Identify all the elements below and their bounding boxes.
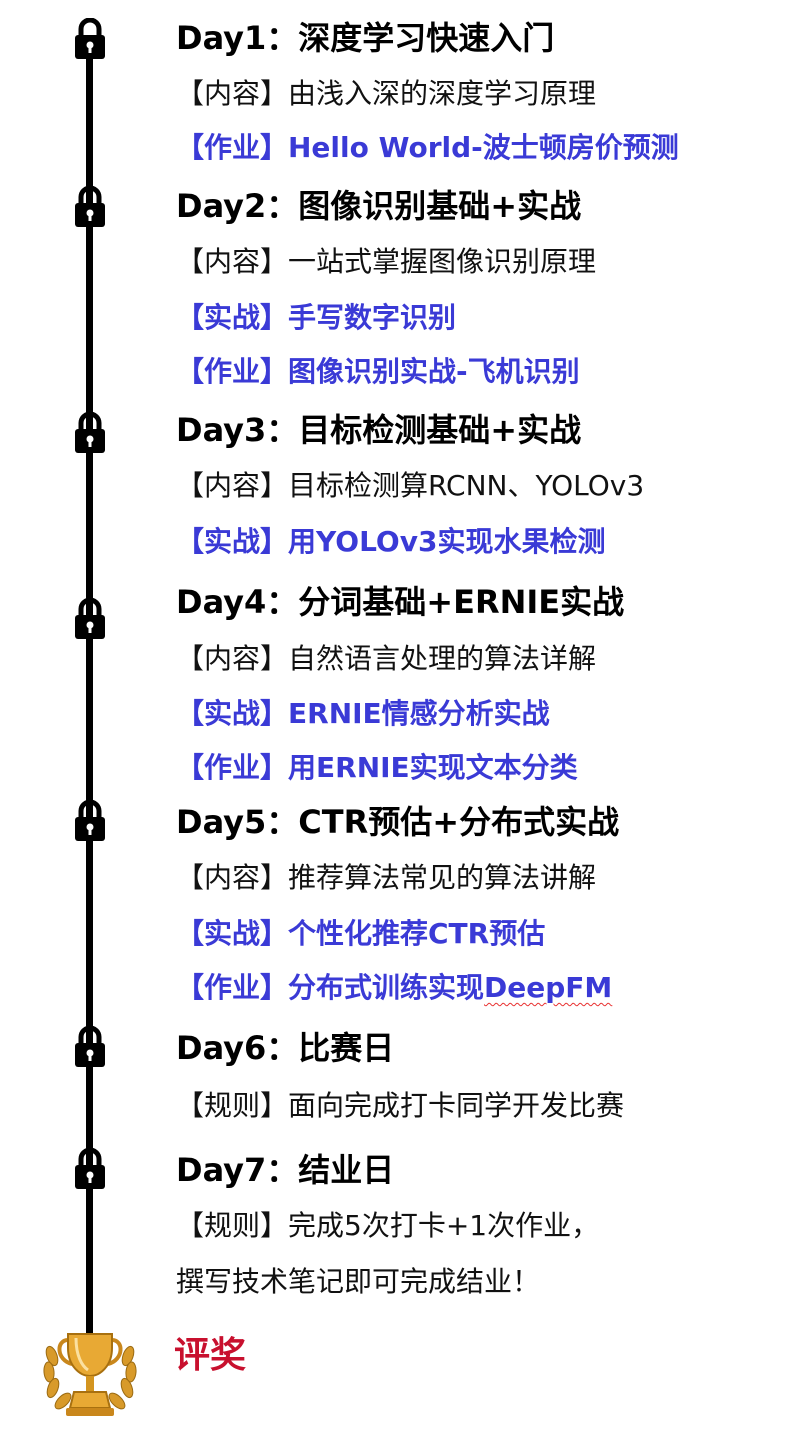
award-label: 评奖: [174, 1335, 247, 1376]
content-line: 【内容】推荐算法常见的算法讲解: [176, 861, 597, 894]
day-title: Day2：图像识别基础+实战: [176, 187, 582, 225]
day-title: Day6：比赛日: [176, 1029, 395, 1067]
padlock-icon: [72, 598, 108, 640]
practice-line: 【实战】手写数字识别: [176, 301, 457, 334]
rule-line: 【规则】面向完成打卡同学开发比赛: [176, 1089, 625, 1122]
day-title: Day5：CTR预估+分布式实战: [176, 803, 620, 841]
timeline-line: [86, 38, 93, 1338]
rule-line-continued: 撰写技术笔记即可完成结业！: [176, 1265, 541, 1298]
content-line: 【内容】目标检测算RCNN、YOLOv3: [176, 469, 645, 502]
practice-line: 【实战】个性化推荐CTR预估: [176, 917, 546, 950]
rule-line: 【规则】完成5次打卡+1次作业，: [176, 1209, 600, 1242]
padlock-icon: [72, 1026, 108, 1068]
homework-line: 【作业】分布式训练实现DeepFM: [176, 974, 612, 1002]
content-line: 【内容】一站式掌握图像识别原理: [176, 245, 597, 278]
practice-line: 【实战】ERNIE情感分析实战: [176, 697, 550, 730]
day-title: Day4：分词基础+ERNIE实战: [176, 583, 625, 621]
homework-line: 【作业】图像识别实战-飞机识别: [176, 355, 580, 388]
day-title: Day7：结业日: [176, 1151, 395, 1189]
day-title: Day1：深度学习快速入门: [176, 19, 555, 57]
practice-line: 【实战】用YOLOv3实现水果检测: [176, 525, 606, 558]
padlock-icon: [72, 412, 108, 454]
padlock-icon: [72, 800, 108, 842]
padlock-icon: [72, 18, 108, 60]
homework-line: 【作业】Hello World-波士顿房价预测: [176, 131, 679, 164]
day-title: Day3：目标检测基础+实战: [176, 411, 582, 449]
trophy-icon: [38, 1326, 142, 1422]
padlock-icon: [72, 1148, 108, 1190]
homework-line: 【作业】用ERNIE实现文本分类: [176, 751, 578, 784]
content-line: 【内容】由浅入深的深度学习原理: [176, 77, 597, 110]
homework-term: DeepFM: [484, 971, 613, 1004]
padlock-icon: [72, 186, 108, 228]
homework-prefix: 【作业】分布式训练实现: [176, 971, 485, 1004]
content-line: 【内容】自然语言处理的算法详解: [176, 642, 597, 675]
